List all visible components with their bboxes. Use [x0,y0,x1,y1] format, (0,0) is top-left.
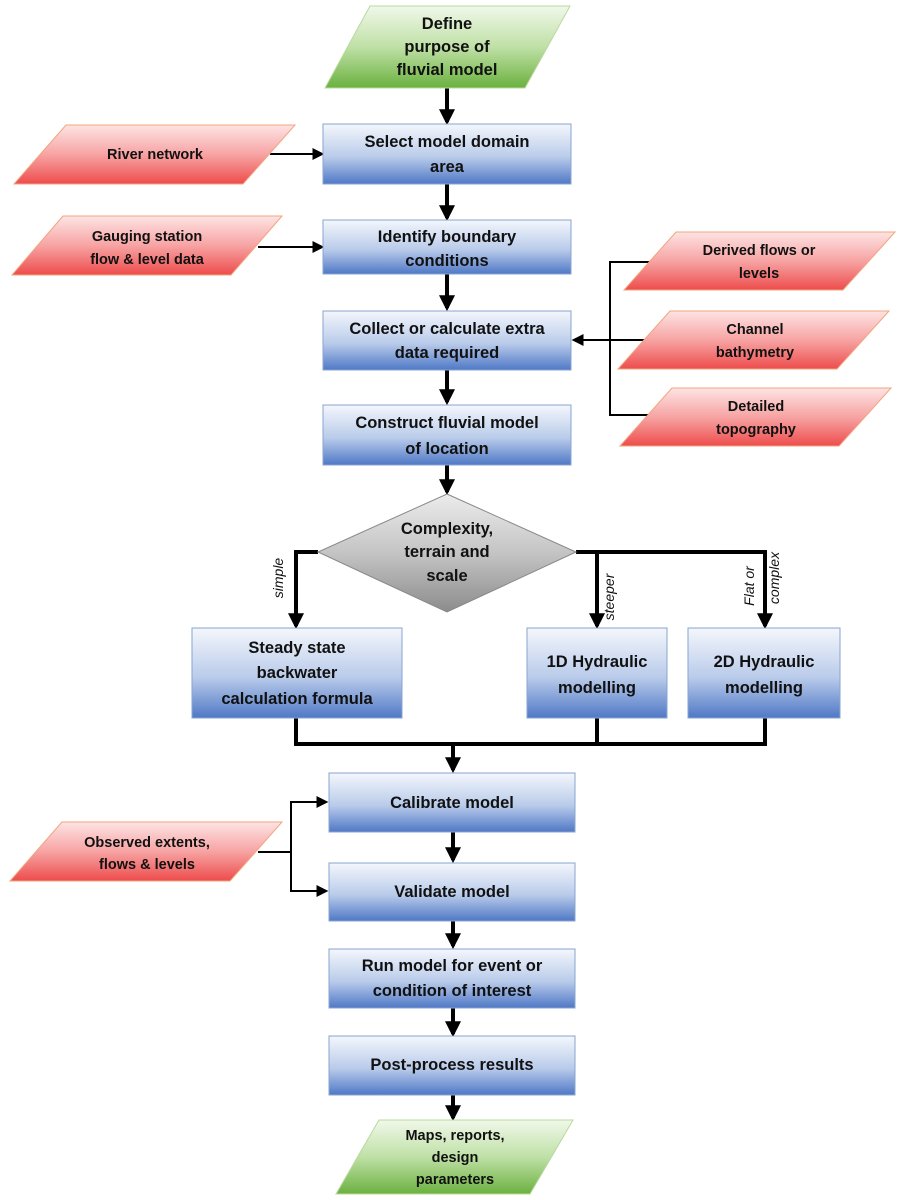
input-gauging: Gauging station flow & level data [10,215,284,276]
decision-line-1: Complexity, [401,520,493,538]
input-detailed-topography: Detailed topography [618,387,893,447]
arrow-observed-to-validate [290,852,329,897]
merge-line [294,718,767,746]
step-construct-model-line-1: Construct fluvial model [355,414,538,432]
input-derived-flows: Derived flows or levels [622,231,897,291]
start-terminal: Define purpose of fluvial model [324,5,571,89]
method-steady-state-line-1: Steady state [248,639,345,657]
step-calibrate: Calibrate model [328,772,576,833]
input-topography-line-2: topography [716,422,796,438]
end-line-2: design [432,1150,479,1166]
end-terminal: Maps, reports, design parameters [335,1119,574,1195]
end-line-1: Maps, reports, [405,1128,504,1144]
step-collect-data: Collect or calculate extra data required [322,310,572,371]
input-derived-flows-line-2: levels [739,266,779,282]
step-identify-boundary-line-2: conditions [405,252,488,270]
input-river-network-line-1: River network [107,147,204,163]
arrow-branch-flat [597,550,773,630]
input-observed: Observed extents, flows & levels [8,821,284,882]
step-run-model-line-1: Run model for event or [362,957,543,975]
method-2d-hydraulic: 2D Hydraulic modelling [687,627,841,719]
step-collect-data-line-2: data required [395,344,500,362]
step-post-process: Post-process results [328,1035,576,1096]
start-line-1: Define [422,15,472,33]
input-topography-line-1: Detailed [728,399,784,415]
step-select-domain: Select model domain area [322,123,572,185]
step-validate-line-1: Validate model [394,883,510,901]
step-calibrate-line-1: Calibrate model [390,794,514,812]
decision-line-2: terrain and [404,543,489,561]
step-validate: Validate model [328,862,576,922]
step-post-process-line-1: Post-process results [370,1056,533,1074]
branch-label-flat-1: Flat or [741,565,757,606]
method-steady-state: Steady state backwater calculation formu… [191,627,403,719]
input-bathymetry-line-1: Channel [726,322,783,338]
input-bathymetry-line-2: bathymetry [716,345,794,361]
input-observed-line-1: Observed extents, [84,835,210,851]
branch-label-flat-2: complex [766,551,782,604]
decision-complexity: Complexity, terrain and scale [316,493,578,613]
step-select-domain-line-1: Select model domain [364,133,529,151]
method-2d-line-1: 2D Hydraulic [714,653,815,671]
arrow-observed-to-calibrate [290,796,329,852]
step-run-model-line-2: condition of interest [373,982,532,1000]
input-channel-bathymetry: Channel bathymetry [616,310,891,370]
method-1d-line-1: 1D Hydraulic [547,653,648,671]
branch-label-simple: simple [270,558,286,599]
arrow-branch-simple [288,550,318,630]
input-observed-line-2: flows & levels [99,857,195,873]
input-gauging-line-2: flow & level data [90,252,205,268]
method-1d-hydraulic: 1D Hydraulic modelling [526,627,668,719]
method-1d-line-2: modelling [558,679,636,697]
step-construct-model: Construct fluvial model of location [322,404,572,466]
connectors [258,88,773,1122]
step-run-model: Run model for event or condition of inte… [328,948,576,1009]
input-derived-flows-line-1: Derived flows or [703,243,816,259]
arrow-branch-steeper [576,550,605,630]
step-collect-data-line-1: Collect or calculate extra [349,320,545,338]
start-line-3: fluvial model [397,61,498,79]
decision-line-3: scale [426,567,467,585]
method-2d-line-2: modelling [725,679,803,697]
start-line-2: purpose of [404,38,490,56]
step-construct-model-line-2: of location [405,440,488,458]
bracket-right-inputs [609,261,657,416]
step-identify-boundary-line-1: Identify boundary [378,228,517,246]
input-gauging-line-1: Gauging station [92,229,202,245]
input-river-network: River network [12,124,297,185]
method-steady-state-line-3: calculation formula [221,690,373,708]
branch-label-steeper: steeper [601,572,617,620]
end-line-3: parameters [416,1172,494,1188]
step-identify-boundary: Identify boundary conditions [322,219,572,275]
method-steady-state-line-2: backwater [257,664,338,682]
step-select-domain-line-2: area [430,158,465,176]
